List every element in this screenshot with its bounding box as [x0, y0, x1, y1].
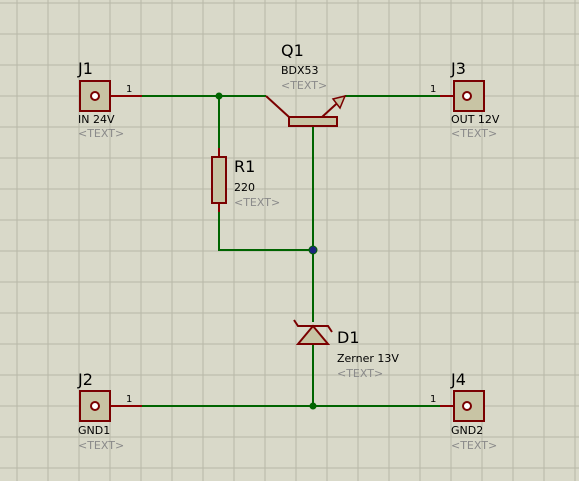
j1-ref: J1: [77, 59, 93, 78]
junction-dot: [215, 92, 223, 100]
connector-j2[interactable]: J2 1 GND1 <TEXT>: [77, 370, 132, 452]
q1-value: BDX53: [281, 64, 319, 77]
j4-pin-number: 1: [430, 394, 436, 405]
pin-stubs: [110, 95, 454, 407]
d1-text: <TEXT>: [337, 367, 383, 380]
d1-ref: D1: [337, 328, 360, 347]
d1-triangle-icon: [295, 324, 331, 345]
j1-text: <TEXT>: [78, 127, 124, 140]
j2-pin-number: 1: [126, 394, 132, 405]
j2-value: GND1: [78, 424, 110, 437]
q1-emitter-arrow-icon: [331, 94, 347, 110]
j3-text: <TEXT>: [451, 127, 497, 140]
wire-r1-bottom[interactable]: [218, 205, 313, 251]
connector-j4[interactable]: J4 1 GND2 <TEXT>: [430, 370, 497, 452]
connector-j1[interactable]: J1 1 IN 24V <TEXT>: [77, 59, 132, 140]
j3-value: OUT 12V: [451, 113, 500, 126]
connector-j1-terminal-icon: [90, 91, 100, 101]
j4-text: <TEXT>: [451, 439, 497, 452]
connector-j3[interactable]: J3 1 OUT 12V <TEXT>: [430, 59, 500, 140]
junction-dot-selected: [308, 245, 318, 255]
j1-pin-number: 1: [126, 84, 132, 95]
j2-text: <TEXT>: [78, 439, 124, 452]
q1-collector-lead: [265, 95, 290, 118]
junction-dot: [309, 402, 317, 410]
q1-ref: Q1: [281, 41, 304, 60]
j4-ref: J4: [450, 370, 466, 389]
resistor-r1[interactable]: R1 220 <TEXT>: [211, 156, 280, 209]
zener-diode-d1[interactable]: D1 Zerner 13V <TEXT>: [293, 319, 399, 380]
q1-text: <TEXT>: [281, 79, 327, 92]
j3-ref: J3: [450, 59, 466, 78]
d1-zener-bar: [293, 319, 333, 333]
connector-j2-terminal-icon: [90, 401, 100, 411]
j3-pin-number: 1: [430, 84, 436, 95]
wires: [142, 95, 440, 407]
j1-value: IN 24V: [78, 113, 115, 126]
r1-body: [211, 156, 227, 204]
r1-ref: R1: [234, 157, 255, 176]
r1-value: 220: [234, 181, 255, 194]
j2-ref: J2: [77, 370, 93, 389]
d1-value: Zerner 13V: [337, 352, 399, 365]
transistor-q1[interactable]: Q1 BDX53 <TEXT>: [265, 41, 347, 127]
j4-value: GND2: [451, 424, 483, 437]
connector-j4-terminal-icon: [462, 401, 472, 411]
q1-base-bar: [288, 116, 338, 127]
connector-j3-terminal-icon: [462, 91, 472, 101]
r1-text: <TEXT>: [234, 196, 280, 209]
